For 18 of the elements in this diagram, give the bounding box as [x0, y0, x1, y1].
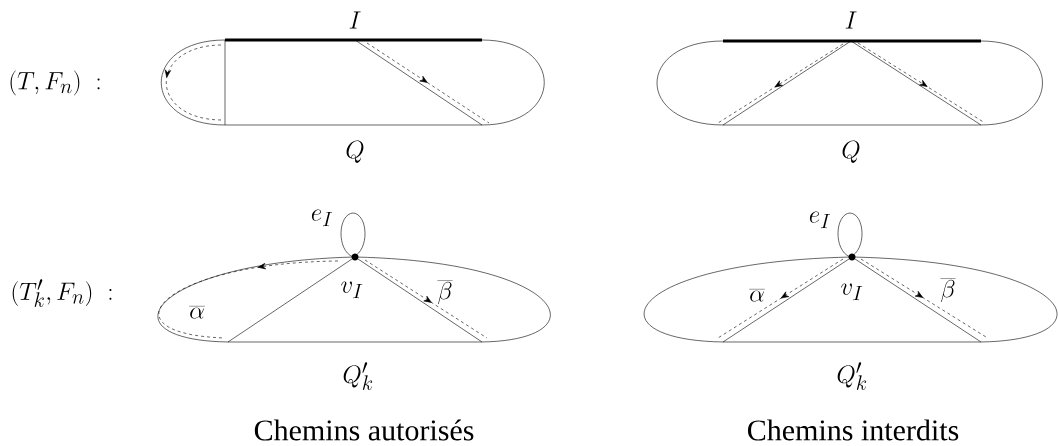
math-label: $\overline{\alpha}$	[189, 306, 205, 319]
math-label: $\overline{\beta}$	[437, 280, 453, 305]
math-label: $\overline{\beta}$	[940, 278, 956, 303]
panel-caption: Chemins interdits	[748, 419, 959, 441]
math-label: $Q$	[346, 140, 364, 163]
math-label: $I$	[349, 11, 361, 29]
panel-caption: Chemins autorisés	[254, 419, 474, 441]
math-label: $(T'_k,F_n)\ :$	[12, 279, 112, 307]
math-label: $I$	[845, 11, 857, 29]
math-label: $e_I$	[809, 211, 831, 229]
math-label: $(T,F_n)\ :$	[10, 70, 100, 96]
math-label: $Q'_k$	[343, 362, 373, 390]
math-label: $Q$	[842, 140, 860, 163]
math-label: $\overline{\alpha}$	[749, 289, 765, 302]
math-label: $v_I$	[841, 283, 863, 301]
math-label: $Q'_k$	[837, 362, 867, 390]
math-label: $e_I$	[311, 209, 333, 227]
math-label: $v_I$	[341, 281, 363, 299]
